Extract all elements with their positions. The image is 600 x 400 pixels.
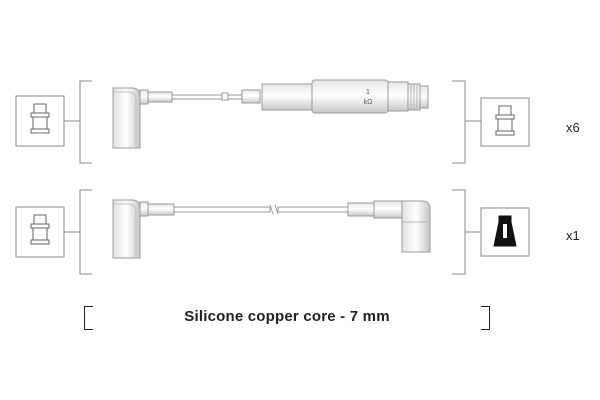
bracket-right-1: [452, 80, 466, 164]
quantity-label-2: x1: [566, 228, 580, 243]
quantity-label-1: x6: [566, 120, 580, 135]
spec-note-text: Silicone copper core - 7 mm: [184, 308, 390, 325]
spark-plug-cable-1: 1 kΩ: [112, 79, 429, 149]
right-terminal-icon-1: [465, 97, 530, 147]
spec-bracket-right: [481, 306, 490, 330]
left-terminal-icon-2: [15, 206, 80, 258]
bracket-left-1: [79, 80, 92, 164]
cable-set-row-1: 1 kΩ: [15, 79, 530, 164]
resistor-unit: kΩ: [364, 99, 373, 106]
resistor-label: 1: [366, 89, 370, 96]
bracket-left-2: [79, 189, 92, 275]
distributor-cable: [112, 199, 431, 259]
spec-bracket-left: [84, 306, 93, 330]
right-terminal-icon-2: [465, 207, 530, 257]
bracket-right-2: [452, 189, 466, 275]
left-terminal-icon-1: [15, 95, 80, 147]
cable-set-row-2: [15, 189, 530, 275]
spec-note: Silicone copper core - 7 mm: [84, 302, 490, 332]
